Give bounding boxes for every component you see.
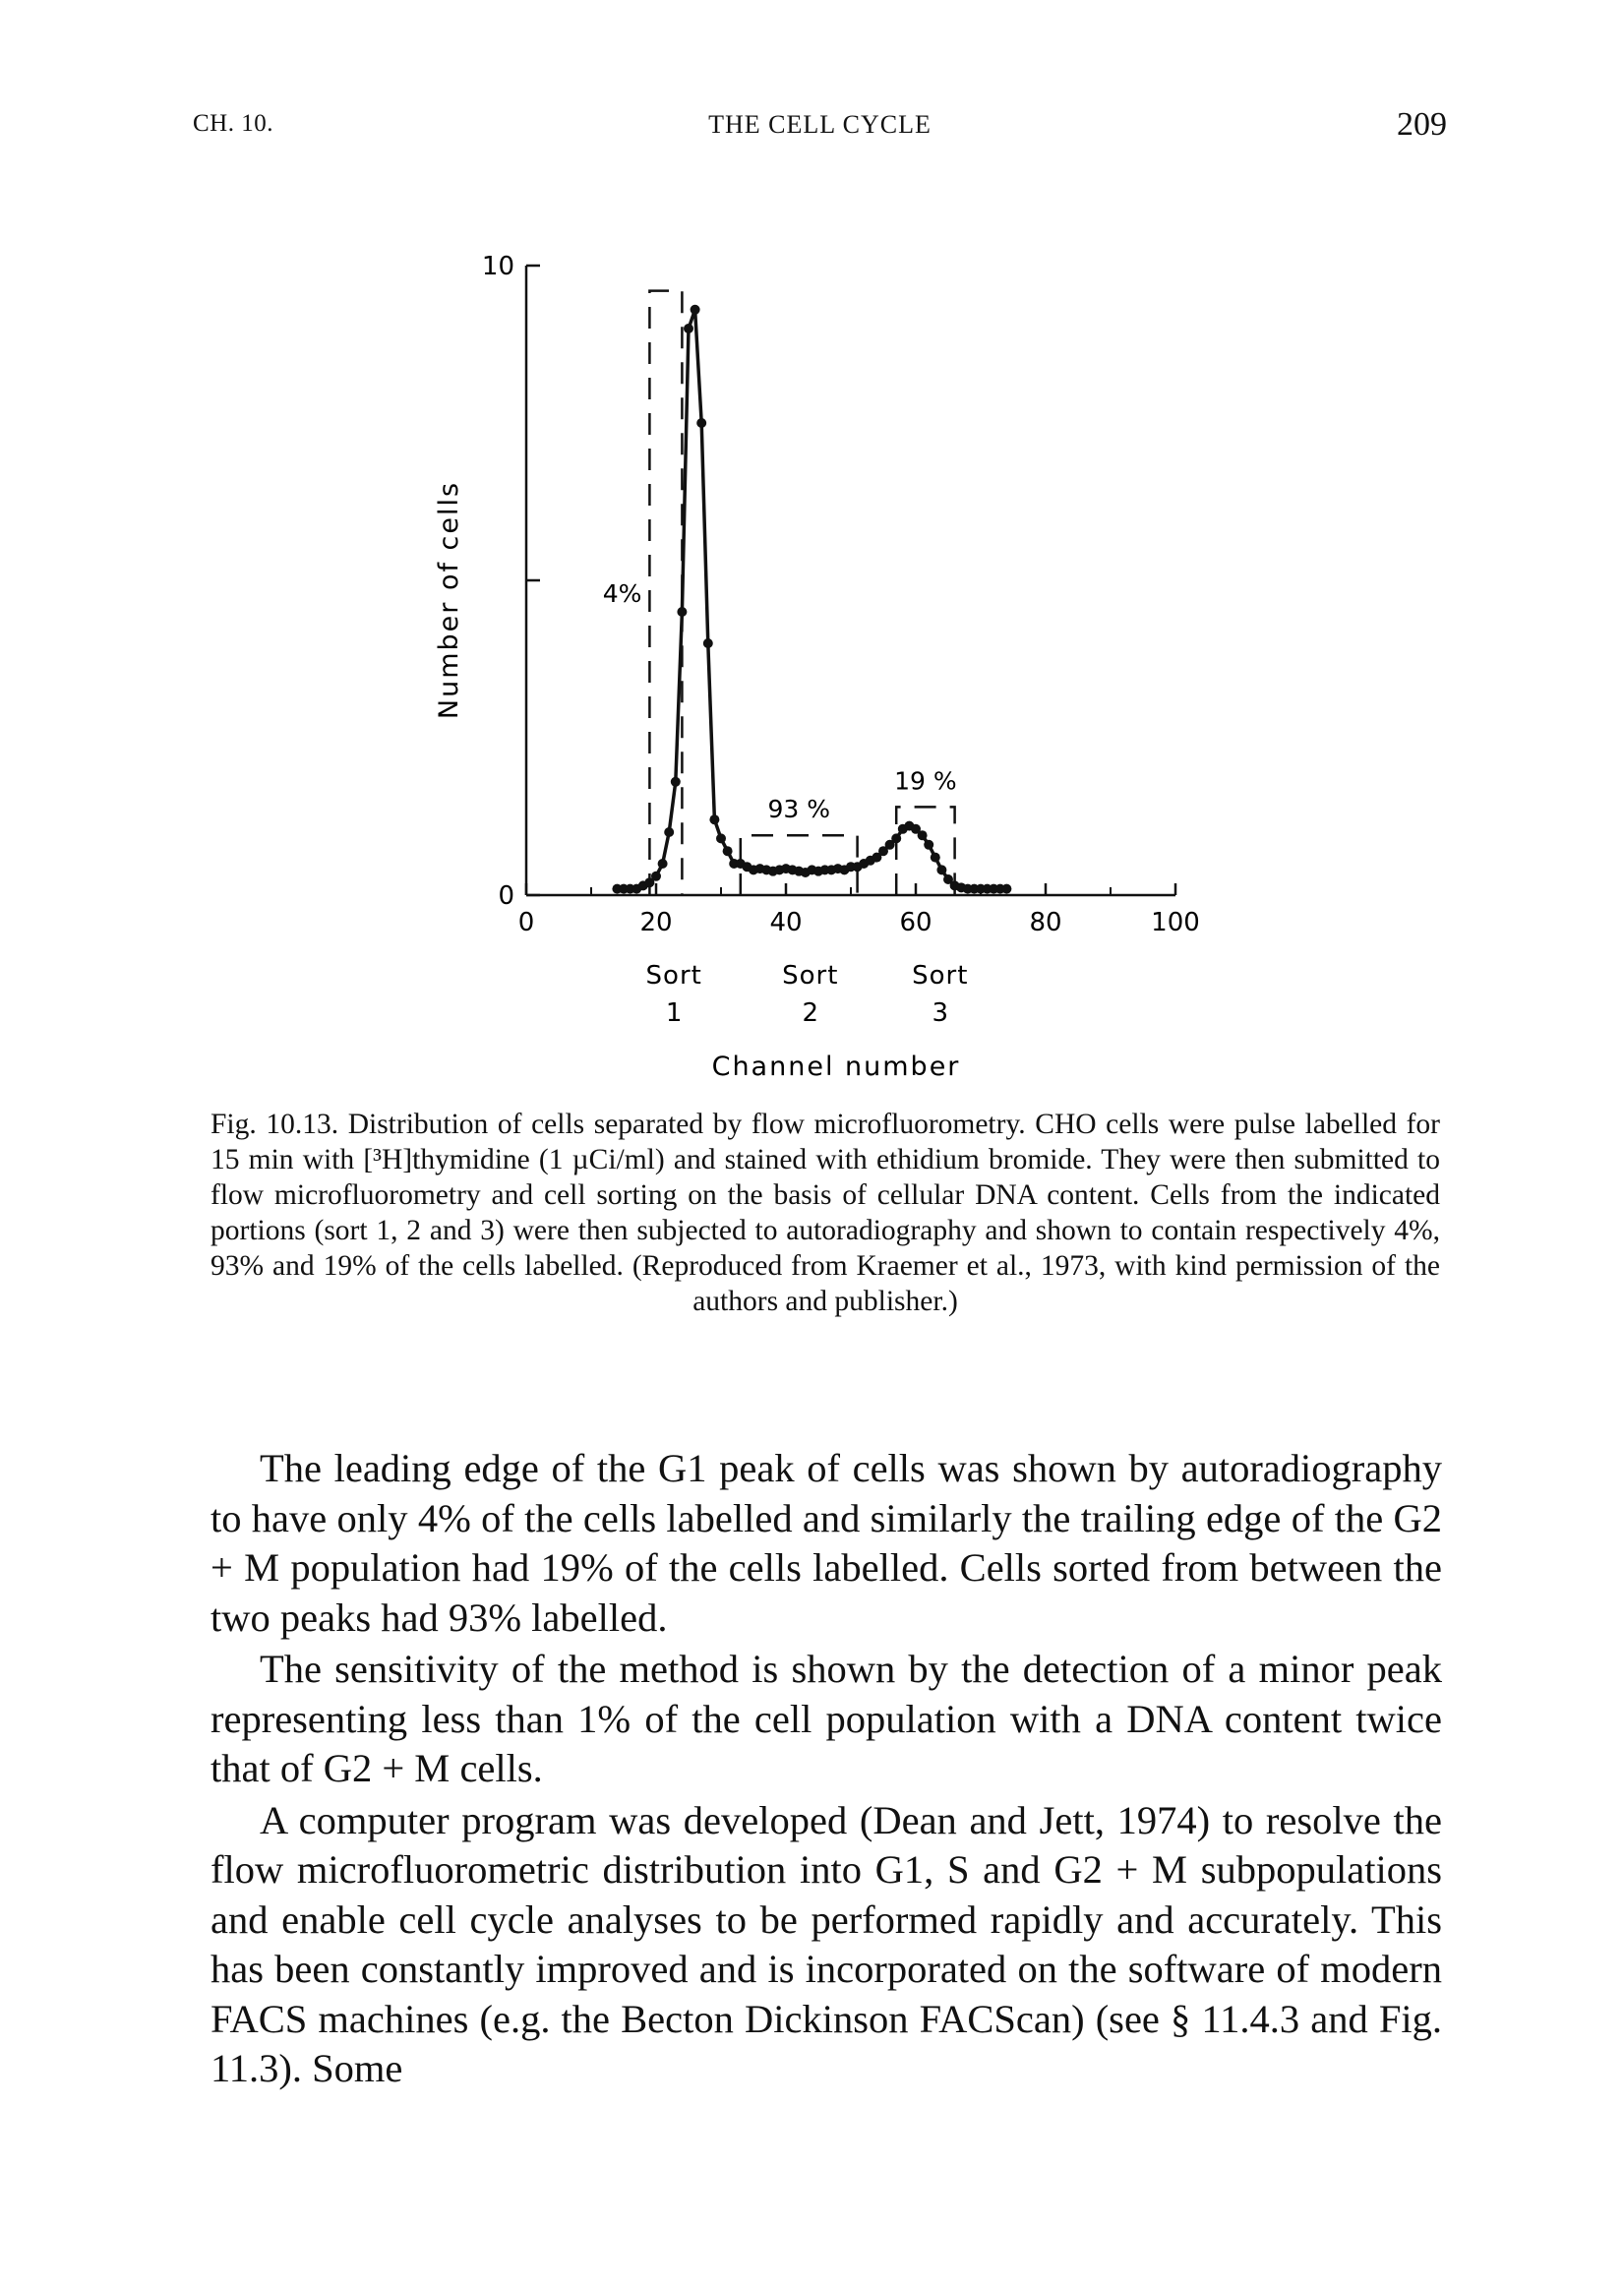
data-point <box>722 846 733 857</box>
sort-number-1: 1 <box>666 998 683 1028</box>
window-label-19pct: 19 % <box>894 766 957 795</box>
figure-caption: Fig. 10.13. Distribution of cells separa… <box>211 1109 1440 1317</box>
page-number: 209 <box>1397 106 1447 143</box>
data-point <box>872 852 882 863</box>
data-point <box>930 852 940 863</box>
y-axis-title: Number of cells <box>434 481 464 719</box>
data-point <box>924 839 934 850</box>
paragraph: A computer program was developed (Dean a… <box>211 1797 1442 2091</box>
sort-window-3 <box>894 806 956 895</box>
chapter-label: CH. 10. <box>193 110 273 137</box>
data-point <box>664 827 675 837</box>
sort-window-1 <box>648 289 684 895</box>
data-point <box>936 865 947 875</box>
sort-window-2 <box>739 833 859 895</box>
data-point <box>702 638 713 648</box>
data-point <box>709 814 720 825</box>
data-point <box>943 874 953 884</box>
data-point <box>878 846 888 857</box>
body-text: The leading edge of the G1 peak of cells… <box>211 1444 1442 2096</box>
data-point <box>651 871 661 881</box>
data-point <box>657 859 668 869</box>
sort-number-3: 3 <box>932 998 949 1028</box>
x-tick-label: 60 <box>899 908 932 937</box>
x-tick-label: 80 <box>1029 908 1061 937</box>
data-point <box>716 833 726 844</box>
paragraph: The sensitivity of the method is shown b… <box>211 1647 1442 1790</box>
data-point <box>696 418 707 428</box>
sort-number-2: 2 <box>803 998 819 1028</box>
data-point <box>884 839 895 850</box>
window-label-93pct: 93 % <box>767 795 830 823</box>
sort-label-3: Sort <box>912 961 968 991</box>
data-point <box>684 324 693 333</box>
window-label-4pct: 4% <box>603 579 642 608</box>
data-point <box>1001 883 1012 894</box>
sort-label-1: Sort <box>646 961 702 991</box>
running-head: CH. 10. THE CELL CYCLE 209 <box>193 106 1447 150</box>
x-axis-title: Channel number <box>712 1052 961 1082</box>
y-tick-label: 0 <box>498 881 514 911</box>
y-tick-label: 10 <box>482 252 514 281</box>
x-tick-label: 0 <box>518 908 535 937</box>
data-point <box>690 304 700 315</box>
data-point <box>917 830 928 841</box>
running-title: THE CELL CYCLE <box>708 110 932 139</box>
data-point <box>911 823 921 834</box>
sort-label-2: Sort <box>782 961 838 991</box>
x-tick-label: 20 <box>639 908 672 937</box>
x-tick-label: 100 <box>1151 908 1200 937</box>
data-point <box>670 776 681 787</box>
paragraph: The leading edge of the G1 peak of cells… <box>211 1446 1442 1640</box>
x-tick-label: 40 <box>769 908 802 937</box>
